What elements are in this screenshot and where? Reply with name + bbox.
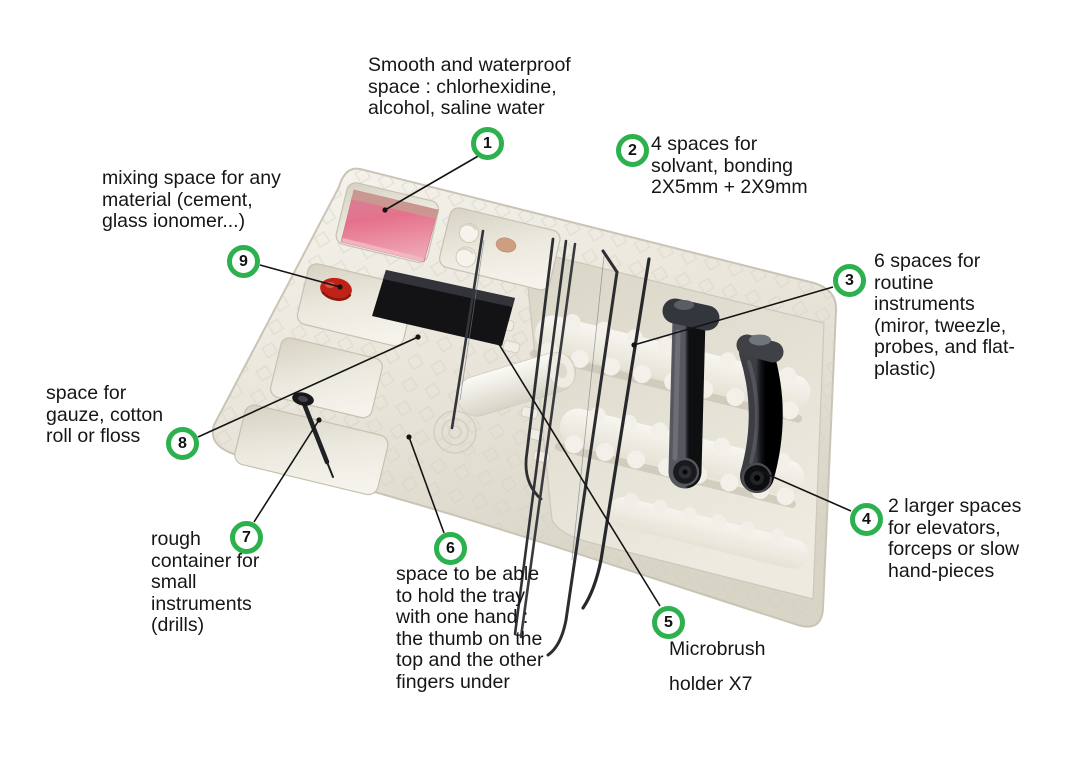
drill bbox=[292, 392, 334, 478]
solvant-wells bbox=[455, 223, 517, 268]
annotation-circle-4: 4 bbox=[850, 503, 883, 536]
leader-line-1 bbox=[384, 154, 481, 211]
tweezers-instrument bbox=[513, 239, 568, 636]
annotation-circle-1: 1 bbox=[471, 127, 504, 160]
annotation-circle-8: 8 bbox=[166, 427, 199, 460]
annotation-label-3: 6 spaces for routine instruments (miror,… bbox=[874, 250, 1015, 380]
annotation-circle-3: 3 bbox=[833, 264, 866, 297]
black-block bbox=[372, 270, 515, 346]
annotation-label-8: space for gauze, cotton roll or floss bbox=[46, 382, 164, 447]
annotation-number: 8 bbox=[178, 434, 187, 452]
periodontal-probe-instrument bbox=[581, 257, 651, 610]
annotation-label-5: Microbrush holder X7 bbox=[669, 638, 766, 695]
annotation-circle-6: 6 bbox=[434, 532, 467, 565]
leader-lines bbox=[197, 154, 852, 607]
annotation-number: 3 bbox=[845, 271, 854, 289]
scalloped-ridge bbox=[607, 492, 808, 569]
annotation-label-9: mixing space for any material (cement, g… bbox=[102, 167, 281, 232]
leader-line-4 bbox=[752, 467, 852, 512]
leader-line-6 bbox=[408, 436, 445, 534]
annotation-number: 9 bbox=[239, 252, 248, 270]
leader-line-5 bbox=[496, 340, 661, 607]
hand-instruments bbox=[450, 229, 651, 657]
annotation-label-6: space to be able to hold the tray with o… bbox=[396, 563, 544, 693]
annotation-circle-9: 9 bbox=[227, 245, 260, 278]
handpiece-turbine bbox=[662, 298, 720, 489]
bonding-drop bbox=[495, 237, 517, 253]
leader-line-3 bbox=[633, 286, 834, 346]
annotation-number: 7 bbox=[242, 528, 251, 546]
annotation-circle-2: 2 bbox=[616, 134, 649, 167]
leader-line-8 bbox=[197, 336, 419, 438]
annotation-label-7: rough container for small instruments (d… bbox=[151, 528, 260, 636]
annotation-number: 6 bbox=[446, 539, 455, 557]
annotation-label-2: 4 spaces for solvant, bonding 2X5mm + 2X… bbox=[651, 133, 808, 198]
annotation-number: 2 bbox=[628, 141, 637, 159]
annotation-label-1: Smooth and waterproof space : chlorhexid… bbox=[368, 54, 571, 119]
sickle-probe-instrument bbox=[524, 237, 555, 501]
annotation-number: 4 bbox=[862, 510, 871, 528]
annotation-circle-7: 7 bbox=[230, 521, 263, 554]
probe-instrument bbox=[450, 229, 485, 430]
annotation-number: 1 bbox=[483, 134, 492, 152]
annotation-circle-5: 5 bbox=[652, 606, 685, 639]
leader-line-9 bbox=[259, 264, 341, 288]
annotation-label-4: 2 larger spaces for elevators, forceps o… bbox=[888, 495, 1022, 582]
explorer-instrument bbox=[546, 249, 619, 657]
handpiece-contra-angle bbox=[736, 334, 784, 494]
leader-line-7 bbox=[253, 419, 320, 523]
annotation-number: 5 bbox=[664, 613, 673, 631]
tweezers-instrument bbox=[519, 242, 577, 639]
